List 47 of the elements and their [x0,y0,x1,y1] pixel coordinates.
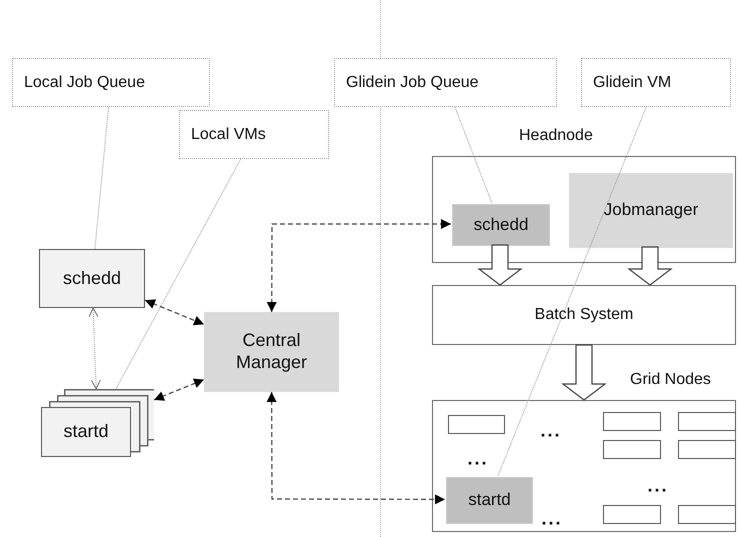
note-label: Glidein VM [593,72,672,92]
dashed-arrow [266,392,445,504]
node-box [603,440,661,459]
group-heading: Headnode [519,126,593,146]
box-label: Central Manager [234,330,308,374]
dotted-arrow [88,308,101,390]
leader-line [94,106,110,250]
group-heading: Grid Nodes [630,370,711,390]
dashed-arrow [266,219,451,312]
dashed-arrow [144,299,204,326]
block-arrow [627,246,673,286]
note-box [334,58,557,107]
ellipsis-mark: ... [468,448,488,470]
note-label: Local VMs [191,124,266,144]
box-label: startd [468,490,511,511]
note-box [581,58,731,107]
box-label: Jobmanager [604,200,698,221]
leader-line [497,106,647,476]
note-box [179,110,329,159]
node-box [603,412,661,431]
note-label: Glidein Job Queue [346,72,479,92]
node-box [678,440,736,459]
node-box [678,412,736,431]
ellipsis-mark: ... [540,420,562,442]
node-box [678,505,736,524]
ellipsis-mark: ... [648,476,668,496]
manager-box [204,312,339,392]
block-arrow [561,344,607,401]
box-label: schedd [474,214,528,236]
process-box [569,173,733,248]
dashed-arrow [154,378,204,401]
process-box [39,249,145,308]
node-box [448,415,505,434]
leader-line [454,106,492,204]
note-box [12,58,210,107]
box-label: schedd [62,268,122,290]
process-box [446,477,533,524]
note-label: Local Job Queue [24,72,145,92]
system-bar [432,285,736,345]
process-box [452,204,550,246]
leader-line [115,158,242,390]
ellipsis-mark: ... [542,508,562,530]
box-label: Batch System [534,305,634,325]
node-box [603,505,661,524]
block-arrow [477,244,523,286]
process-label: startd [63,421,109,443]
stacked-process-box [41,389,154,457]
